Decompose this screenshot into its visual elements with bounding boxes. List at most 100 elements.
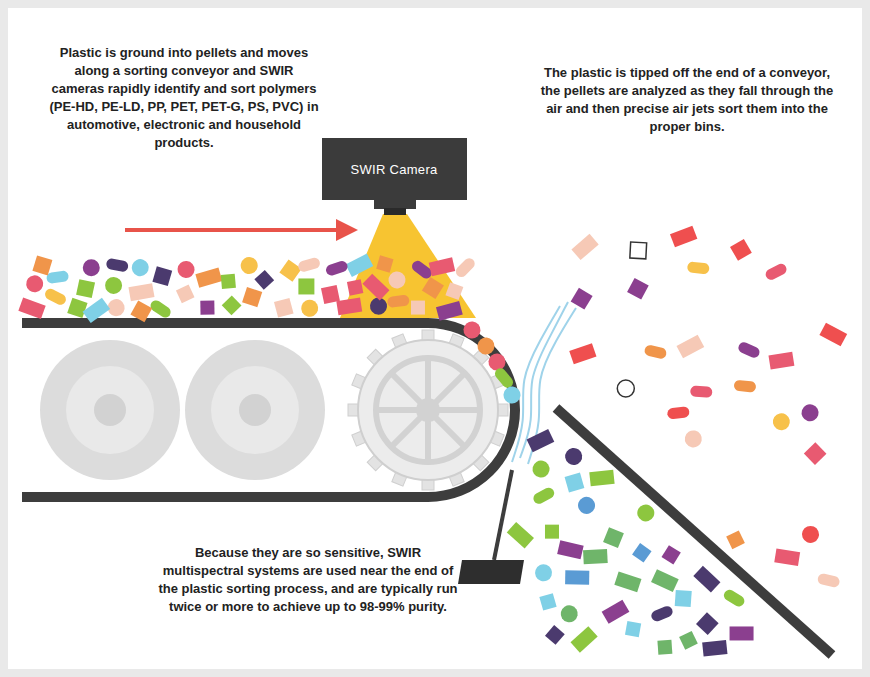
pellet xyxy=(214,267,242,295)
pellet-shape xyxy=(571,234,598,260)
pellet-shape xyxy=(682,427,706,451)
pellet-shape xyxy=(764,262,789,282)
pellet-shape xyxy=(690,385,713,398)
air-jet xyxy=(458,302,576,584)
pellet-shape xyxy=(32,255,52,275)
pellet-shape xyxy=(774,548,800,566)
pellet-shape xyxy=(507,522,534,548)
pellet-shape xyxy=(702,640,727,656)
pellet-shape xyxy=(493,366,516,390)
pellets xyxy=(18,226,847,662)
pellet-shape xyxy=(105,277,122,294)
pellet xyxy=(527,429,555,452)
pellet xyxy=(774,548,800,566)
roller xyxy=(185,340,325,480)
pellet-shape xyxy=(565,473,585,493)
pellet-shape xyxy=(388,270,407,289)
camera-neck xyxy=(374,199,416,209)
pellet-shape xyxy=(129,256,152,279)
camera-lens xyxy=(384,208,406,215)
pellet-shape xyxy=(603,527,624,548)
pellet-shape xyxy=(650,605,675,623)
gear-hub xyxy=(416,398,440,422)
note-text: Because they are so sensitive, SWIR mult… xyxy=(158,544,458,616)
pellet-shape xyxy=(321,285,340,304)
pellet-shape xyxy=(445,282,463,300)
pellet xyxy=(297,256,321,273)
pellet-shape xyxy=(737,340,762,359)
pellet-shape xyxy=(242,287,262,307)
pellet xyxy=(575,494,598,517)
pellet-shape xyxy=(564,447,583,466)
pellet xyxy=(222,295,242,315)
gear-rim xyxy=(376,358,480,462)
pellet xyxy=(569,343,596,364)
pellet-shape xyxy=(79,256,103,280)
pellet-shape xyxy=(376,255,393,272)
pellet xyxy=(771,412,791,432)
pellet-shape xyxy=(733,380,756,393)
pellet-shape xyxy=(657,640,672,655)
pellet xyxy=(79,256,103,280)
roller-inner xyxy=(211,366,299,454)
pellet-shape xyxy=(667,406,690,420)
pellet-shape xyxy=(43,287,68,307)
pellet xyxy=(43,287,68,307)
pellet xyxy=(67,298,87,318)
pellet xyxy=(687,261,710,274)
pellet-shape xyxy=(500,383,524,407)
pellet-shape xyxy=(222,296,242,316)
pellet-shape xyxy=(676,335,704,359)
pellet-shape xyxy=(422,277,444,299)
pellet-shape xyxy=(254,270,274,290)
pellet xyxy=(387,294,410,308)
pellet xyxy=(460,318,484,342)
pellet xyxy=(651,569,679,592)
pellet-shape xyxy=(195,268,222,288)
pellet-shape xyxy=(771,412,791,432)
pellet-shape xyxy=(662,545,681,564)
pellet xyxy=(531,459,551,479)
pellet xyxy=(325,260,349,277)
pellet-shape xyxy=(804,442,827,465)
pellet-shape xyxy=(817,573,841,589)
pellet xyxy=(388,270,407,289)
pellet xyxy=(298,278,314,294)
pellet-shape xyxy=(632,543,651,562)
pellet xyxy=(531,486,556,506)
pellet-shape xyxy=(274,298,294,318)
pellet xyxy=(768,352,794,370)
pellet-shape xyxy=(589,470,614,486)
pellet-shape xyxy=(570,626,597,652)
pellet xyxy=(193,294,221,322)
pellet xyxy=(321,285,340,304)
panel xyxy=(8,8,862,669)
pellet-shape xyxy=(675,590,692,607)
pellet-shape xyxy=(614,376,638,400)
flow-arrow-head xyxy=(336,219,358,241)
pellet xyxy=(429,257,456,276)
pellet-shape xyxy=(531,459,551,479)
note-text: The plastic is tipped off the end of a c… xyxy=(536,64,838,136)
pellet xyxy=(500,383,524,407)
pellet xyxy=(723,527,748,552)
pellet-shape xyxy=(569,343,596,364)
pellet xyxy=(670,226,697,248)
pellet xyxy=(693,566,720,593)
pellet xyxy=(644,344,668,360)
pellet xyxy=(254,269,275,290)
pellet xyxy=(630,242,647,259)
pellet-shape xyxy=(18,298,45,319)
pellet-shape xyxy=(527,429,555,452)
pellet xyxy=(603,527,624,548)
pellet xyxy=(105,277,122,294)
pellet-shape xyxy=(730,239,752,261)
pellet xyxy=(682,427,706,451)
pellet-shape xyxy=(128,283,154,301)
pellet-shape xyxy=(436,301,463,321)
camera-body: SWIR Camera xyxy=(322,138,467,200)
pellet xyxy=(532,561,555,584)
pellet xyxy=(441,278,467,304)
pellet xyxy=(635,502,656,523)
